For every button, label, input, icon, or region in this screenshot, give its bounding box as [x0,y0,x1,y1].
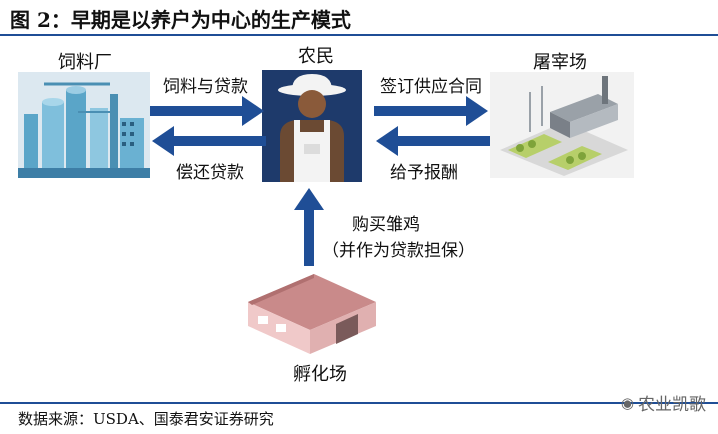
wechat-icon: ◉ [620,393,634,412]
edge-label-sign-contract: 签订供应合同 [380,77,482,97]
edge-label-feed-and-loans: 饲料与贷款 [163,77,248,97]
hatchery-label: 孵化场 [293,364,347,385]
arrow-feed-and-loans [150,96,264,126]
footer-divider [0,402,718,404]
slaughterhouse-label: 屠宰场 [533,52,587,73]
title-divider [0,34,718,36]
arrow-sign-contract [374,96,488,126]
watermark-text: 农业凯歌 [638,395,706,415]
edge-label-repay-loans: 偿还贷款 [176,163,244,183]
figure-title: 图 2：早期是以养户为中心的生产模式 [10,8,351,32]
farmer-label: 农民 [298,46,334,67]
slaughterhouse-illustration [490,72,634,178]
arrow-repay-loans [152,126,266,156]
edge-label-pay-reward: 给予报酬 [390,163,458,183]
feed-mill-label: 饲料厂 [58,52,112,73]
edge-label-collateral: （并作为贷款担保） [322,241,475,261]
data-source: 数据来源：USDA、国泰君安证券研究 [18,410,274,428]
arrow-pay-reward [376,126,490,156]
hatchery-illustration [248,274,376,354]
edge-label-buy-chicks: 购买雏鸡 [352,215,420,235]
watermark: ◉ 农业凯歌 [620,390,706,416]
arrow-buy-chicks [294,188,324,266]
farmer-illustration [262,70,362,182]
feed-mill-illustration [18,72,150,178]
